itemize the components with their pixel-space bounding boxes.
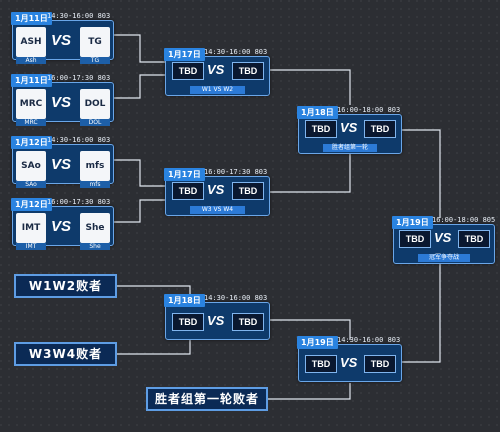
team-slot-a[interactable]: TBD (305, 120, 337, 138)
match-date: 1月12日 (11, 198, 52, 211)
vs-label: VS (434, 230, 452, 245)
match-time: 14:30-16:00 803 (337, 336, 401, 344)
team-slot-b[interactable]: TBD (364, 355, 396, 373)
match-date: 1月18日 (297, 106, 338, 119)
match-caption: 胜者组第一轮 (323, 144, 377, 152)
vs-label: VS (340, 120, 358, 135)
loser-label-w1w2: W1W2败者 (14, 274, 117, 298)
match-time: 16:00-18:00 803 (337, 106, 401, 114)
match-r1-3[interactable]: 1月12日 14:30-16:00 803 SAo SAo VS mfs mfs (11, 136, 114, 188)
vs-label: VS (207, 313, 225, 328)
team-slot-a[interactable]: TBD (172, 182, 204, 200)
team-slot-b[interactable]: TBD (232, 313, 264, 331)
match-time: 14:30-16:00 803 (47, 136, 111, 144)
team-slot-a[interactable]: TBD (172, 62, 204, 80)
match-date: 1月19日 (297, 336, 338, 349)
match-r2-2[interactable]: 1月17日 16:00-17:30 803 TBD VS TBD W3 VS W… (164, 168, 270, 216)
match-caption: W1 VS W2 (190, 86, 245, 94)
loser-label-w3w4: W3W4败者 (14, 342, 117, 366)
match-time: 14:30-16:00 803 (47, 12, 111, 20)
team-slot-a[interactable]: TBD (399, 230, 431, 248)
vs-label: VS (51, 32, 72, 49)
match-r1-4[interactable]: 1月12日 16:00-17:30 803 IMT IMT VS She She (11, 198, 114, 250)
vs-label: VS (207, 182, 225, 197)
team-logo-tg[interactable]: TG TG (80, 27, 110, 64)
team-slot-a[interactable]: TBD (172, 313, 204, 331)
team-logo-ash[interactable]: ASH Ash (16, 27, 46, 64)
match-time: 16:00-17:30 803 (47, 198, 111, 206)
team-slot-b[interactable]: TBD (232, 62, 264, 80)
match-time: 16:00-17:30 803 (47, 74, 111, 82)
match-r1-2[interactable]: 1月11日 16:00-17:30 803 MRC MRC VS DOL DOL (11, 74, 114, 126)
match-time: 14:30-16:00 803 (204, 48, 268, 56)
team-logo-she[interactable]: She She (80, 213, 110, 250)
team-slot-b[interactable]: TBD (458, 230, 490, 248)
vs-label: VS (207, 62, 225, 77)
match-grand-final[interactable]: 1月19日 16:00-18:00 805 TBD VS TBD 冠军争夺战 (392, 216, 495, 264)
match-time: 14:30-16:00 803 (204, 294, 268, 302)
match-date: 1月19日 (392, 216, 433, 229)
match-r1-1[interactable]: 1月11日 14:30-16:00 803 ASH Ash VS TG TG (11, 12, 114, 64)
match-winners-r1[interactable]: 1月18日 16:00-18:00 803 TBD VS TBD 胜者组第一轮 (297, 106, 402, 154)
team-logo-mfs[interactable]: mfs mfs (80, 151, 110, 188)
match-date: 1月11日 (11, 74, 52, 87)
match-caption: W3 VS W4 (190, 206, 245, 214)
match-losers-r1[interactable]: 1月18日 14:30-16:00 803 TBD VS TBD (164, 294, 270, 340)
team-slot-a[interactable]: TBD (305, 355, 337, 373)
team-logo-sao[interactable]: SAo SAo (16, 151, 46, 188)
match-date: 1月18日 (164, 294, 205, 307)
team-slot-b[interactable]: TBD (232, 182, 264, 200)
vs-label: VS (51, 94, 72, 111)
match-caption: 冠军争夺战 (418, 254, 470, 262)
team-logo-imt[interactable]: IMT IMT (16, 213, 46, 250)
match-losers-r2[interactable]: 1月19日 14:30-16:00 803 TBD VS TBD (297, 336, 402, 382)
match-date: 1月17日 (164, 168, 205, 181)
match-date: 1月17日 (164, 48, 205, 61)
vs-label: VS (51, 218, 72, 235)
loser-label-winners-r1: 胜者组第一轮败者 (146, 387, 268, 411)
match-time: 16:00-18:00 805 (432, 216, 496, 224)
vs-label: VS (340, 355, 358, 370)
match-date: 1月12日 (11, 136, 52, 149)
match-r2-1[interactable]: 1月17日 14:30-16:00 803 TBD VS TBD W1 VS W… (164, 48, 270, 96)
team-logo-mrc[interactable]: MRC MRC (16, 89, 46, 126)
team-slot-b[interactable]: TBD (364, 120, 396, 138)
match-date: 1月11日 (11, 12, 52, 25)
team-logo-dol[interactable]: DOL DOL (80, 89, 110, 126)
vs-label: VS (51, 156, 72, 173)
match-time: 16:00-17:30 803 (204, 168, 268, 176)
